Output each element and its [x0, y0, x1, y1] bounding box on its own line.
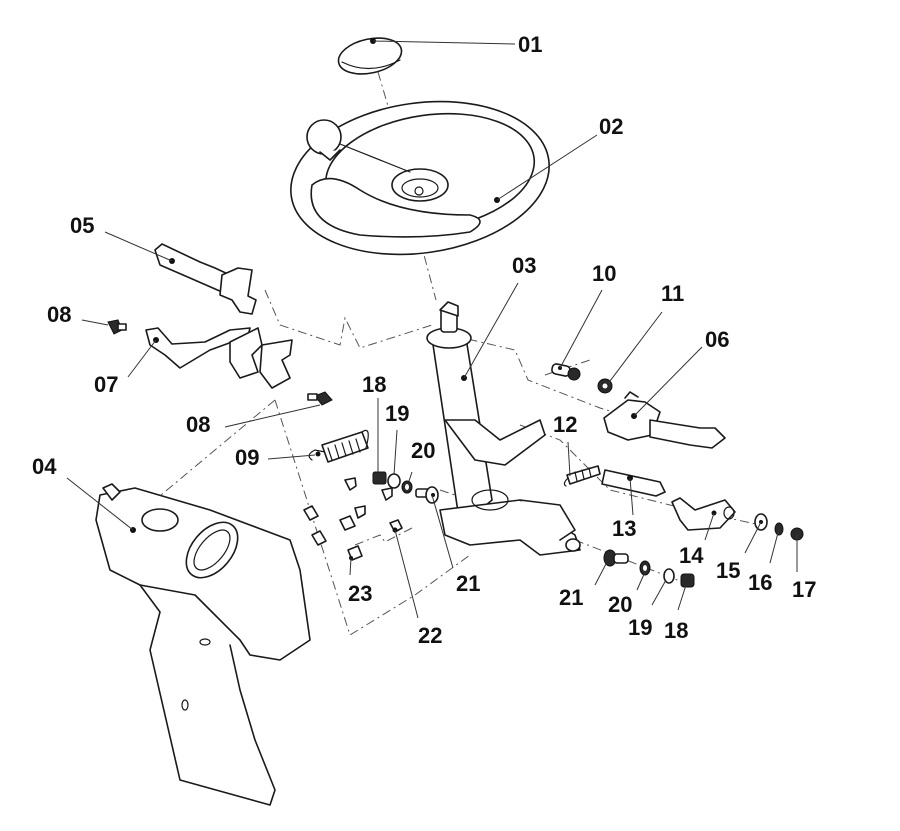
cap-icon[interactable]	[335, 33, 405, 80]
spring-icon[interactable]	[563, 465, 601, 487]
label-17: 17	[792, 577, 816, 602]
pin-icon[interactable]	[551, 363, 581, 381]
washer-icon[interactable]	[401, 480, 413, 494]
label-18-right: 18	[664, 618, 688, 643]
washer-icon[interactable]	[387, 473, 401, 489]
label-11: 11	[661, 281, 684, 306]
lever-left-icon[interactable]	[154, 243, 257, 315]
label-23: 23	[348, 581, 372, 606]
label-19-right: 19	[628, 615, 652, 640]
bolt-icon[interactable]	[603, 549, 629, 567]
column-cover-icon[interactable]	[95, 483, 311, 806]
label-22: 22	[418, 623, 442, 648]
label-09: 09	[235, 445, 259, 470]
label-16: 16	[748, 570, 772, 595]
leader-lines	[66, 40, 798, 619]
label-10: 10	[592, 261, 616, 286]
nut-icon[interactable]	[372, 471, 387, 485]
label-08-top: 08	[47, 302, 71, 327]
label-20-right: 20	[608, 592, 632, 617]
lever-right-icon[interactable]	[603, 391, 726, 449]
bolt-icon[interactable]	[415, 486, 439, 504]
shaft-icon[interactable]	[601, 469, 666, 497]
label-18-left: 18	[362, 372, 386, 397]
steering-wheel-icon[interactable]	[281, 86, 559, 271]
label-21-right: 21	[559, 585, 583, 610]
label-01: 01	[518, 32, 542, 57]
label-14: 14	[679, 543, 704, 568]
label-08-bottom: 08	[186, 412, 210, 437]
label-02: 02	[599, 114, 623, 139]
washer-icon[interactable]	[663, 568, 675, 584]
spring-icon[interactable]	[308, 429, 369, 463]
bracket-icon[interactable]	[145, 327, 293, 389]
label-19-left: 19	[385, 401, 409, 426]
label-07: 07	[94, 372, 118, 397]
clip-icon[interactable]	[303, 477, 393, 561]
label-13: 13	[612, 516, 636, 541]
washer-icon[interactable]	[639, 560, 651, 576]
label-12: 12	[553, 412, 577, 437]
nut-icon[interactable]	[680, 573, 695, 588]
screw-icon[interactable]	[389, 519, 403, 533]
steering-column-icon[interactable]	[426, 301, 581, 556]
label-15: 15	[716, 558, 740, 583]
part-labels: 01 02 03 04 05 06 07 08 08 09 10 11 12 1…	[32, 32, 816, 648]
arm-icon[interactable]	[671, 497, 736, 531]
label-04: 04	[32, 454, 57, 479]
label-21-left: 21	[456, 571, 480, 596]
label-05: 05	[70, 213, 94, 238]
label-06: 06	[705, 327, 729, 352]
label-03: 03	[512, 253, 536, 278]
label-20-left: 20	[411, 438, 435, 463]
clip-icon[interactable]	[107, 319, 333, 406]
